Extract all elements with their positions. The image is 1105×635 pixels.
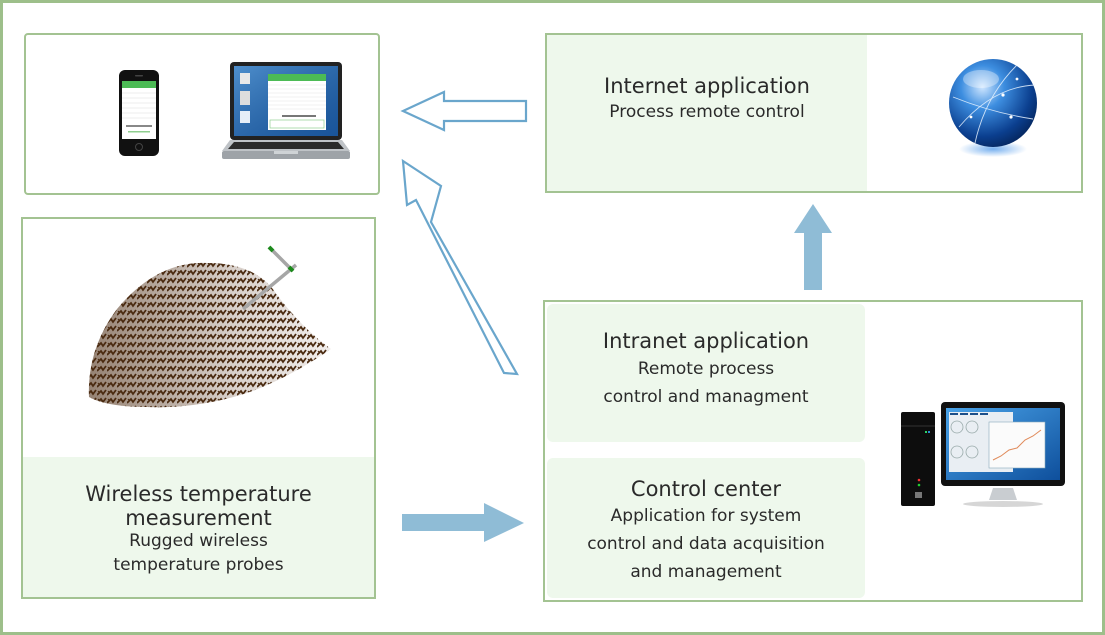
intranet-control-box: Intranet application Remote process cont… xyxy=(543,300,1083,602)
globe-icon xyxy=(945,57,1043,161)
arrow-control-to-internet xyxy=(794,204,832,290)
control-center-panel xyxy=(547,458,865,598)
devices-box xyxy=(24,33,380,195)
internet-application-subtitle: Process remote control xyxy=(609,102,805,122)
compost-pile-with-probe-icon xyxy=(87,229,347,411)
laptop-icon xyxy=(222,61,350,165)
control-center-subtitle-line2: control and data acquisition xyxy=(587,534,825,554)
smartphone-icon xyxy=(118,69,160,157)
intranet-application-subtitle-line1: Remote process xyxy=(637,359,775,379)
arrow-intranet-to-devices xyxy=(401,158,519,376)
intranet-application-panel xyxy=(547,304,865,442)
desktop-computer-icon xyxy=(897,400,1067,512)
control-center-subtitle-line3: and management xyxy=(630,562,782,582)
control-center-subtitle-line1: Application for system xyxy=(610,506,802,526)
intranet-application-title: Intranet application xyxy=(602,329,810,353)
intranet-application-subtitle-line2: control and managment xyxy=(603,387,809,407)
wireless-temperature-subtitle-line1: Rugged wireless xyxy=(129,531,268,551)
wireless-temperature-title-line1: Wireless temperature xyxy=(85,482,312,506)
arrow-internet-to-devices xyxy=(400,90,528,132)
internet-application-panel xyxy=(547,35,867,191)
arrow-field-to-control xyxy=(402,503,524,542)
internet-application-box: Internet application Process remote cont… xyxy=(545,33,1083,193)
wireless-temperature-box: Wireless temperature measurement Rugged … xyxy=(21,217,376,599)
wireless-temperature-title-line2: measurement xyxy=(125,506,272,530)
wireless-temperature-panel xyxy=(23,457,374,597)
internet-application-title: Internet application xyxy=(604,74,810,98)
wireless-temperature-subtitle-line2: temperature probes xyxy=(113,555,284,575)
control-center-title: Control center xyxy=(630,477,782,501)
